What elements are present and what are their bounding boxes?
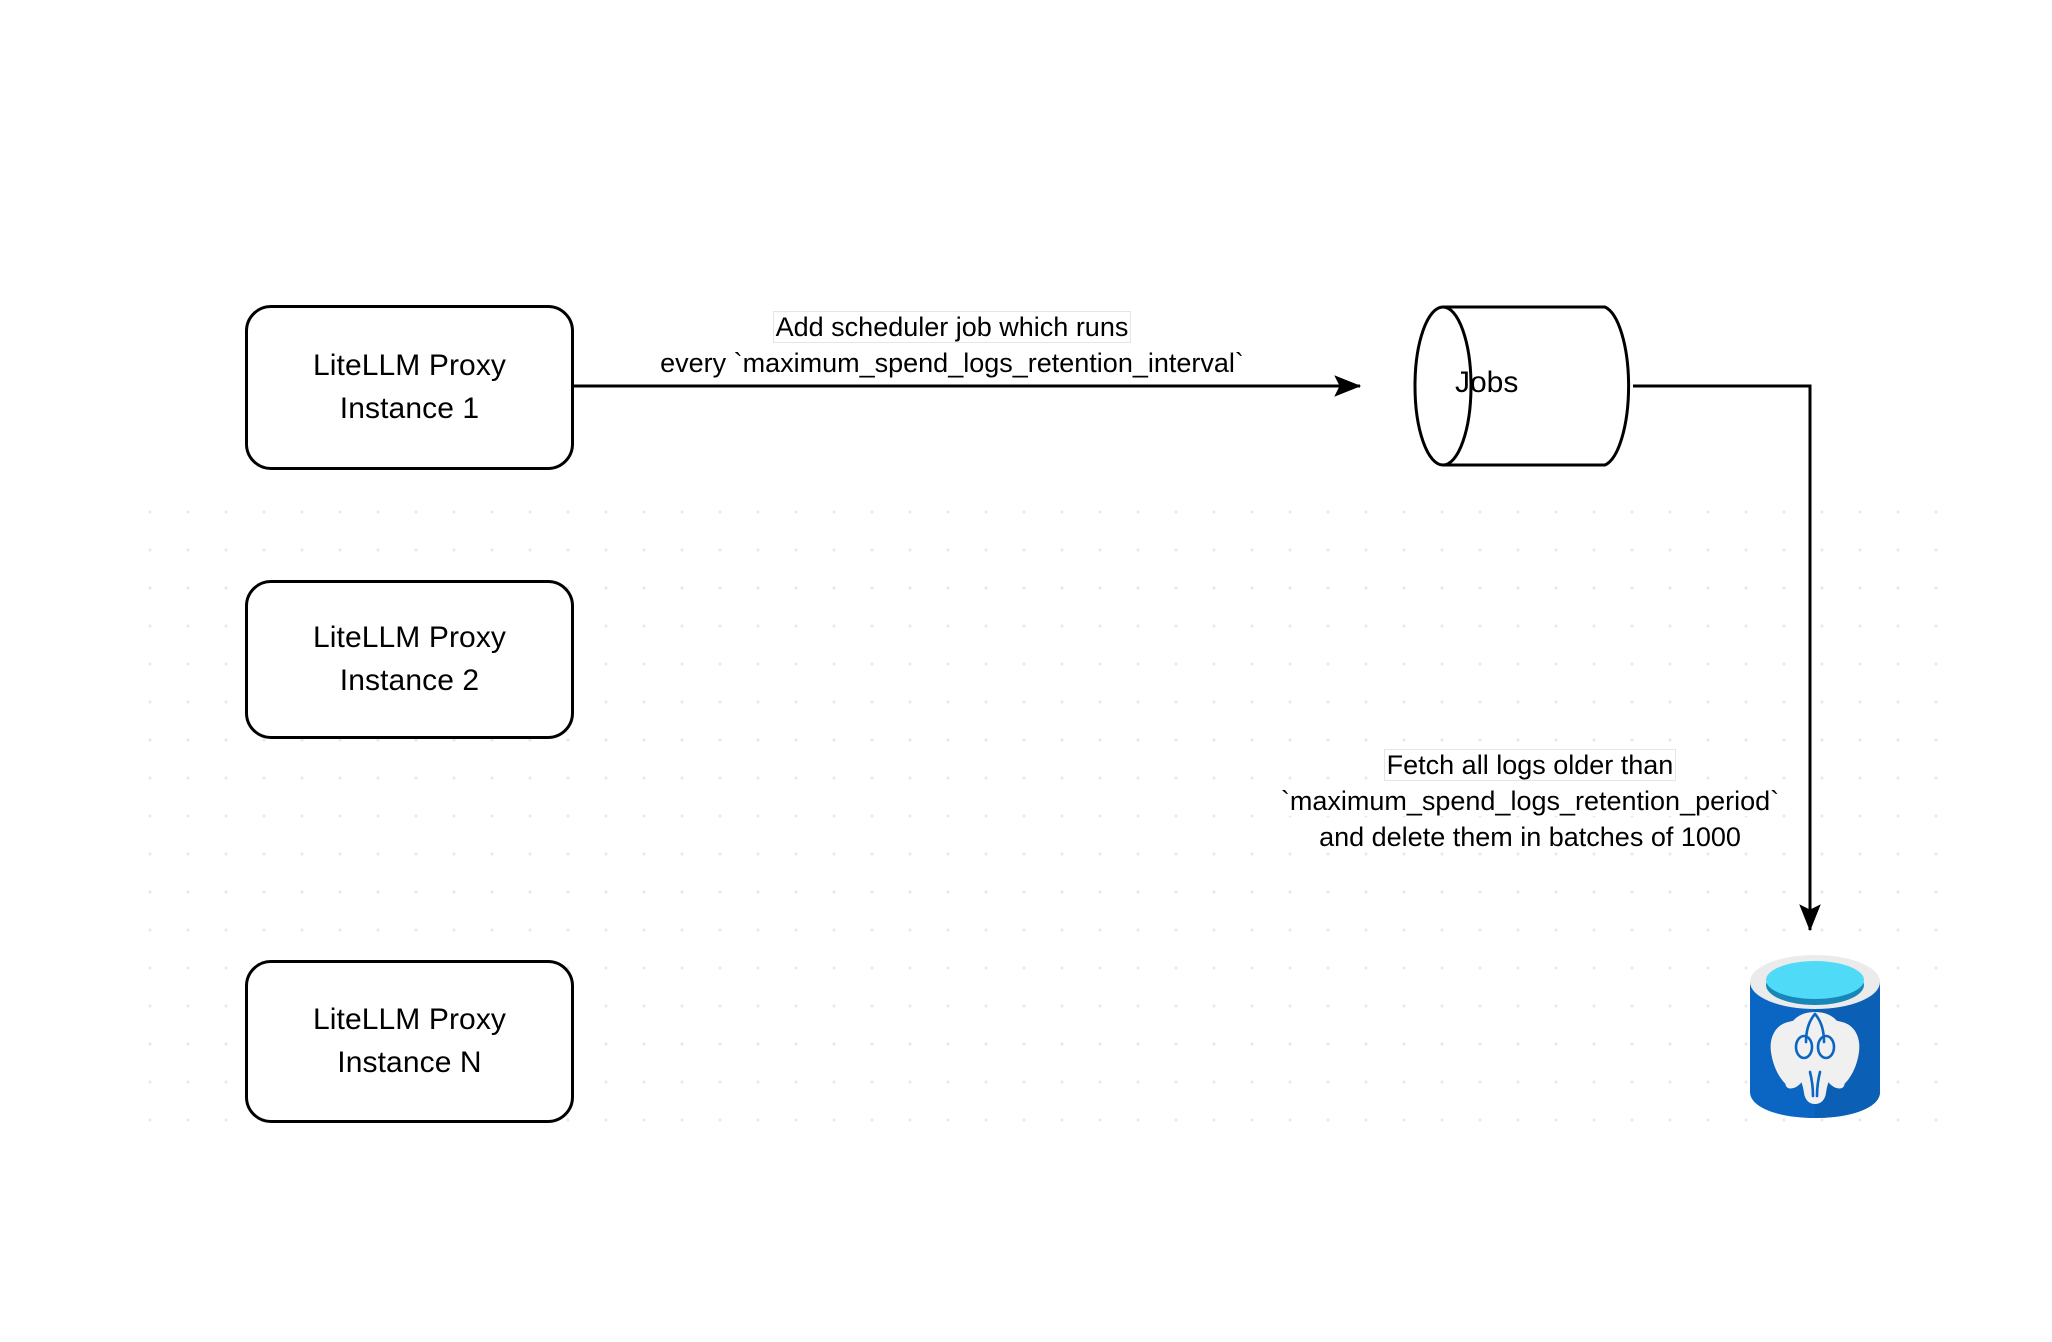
postgresql-database-icon[interactable] bbox=[1748, 952, 1882, 1122]
edge-label-fetch-and-delete-logs: Fetch all logs older than `maximum_spend… bbox=[1250, 748, 1810, 856]
node-label-line-1: LiteLLM Proxy bbox=[312, 620, 507, 654]
postgres-elephant-glyph bbox=[1770, 1012, 1860, 1104]
node-label-line-1: LiteLLM Proxy bbox=[312, 348, 507, 382]
node-label-line-2: Instance N bbox=[337, 1045, 482, 1079]
node-litellm-proxy-instance-2[interactable]: LiteLLM Proxy Instance 2 bbox=[245, 580, 574, 739]
edge-label-line-2: `maximum_spend_logs_retention_period` bbox=[1280, 785, 1780, 816]
edge-label-line-3: and delete them in batches of 1000 bbox=[1319, 821, 1741, 852]
node-litellm-proxy-instance-1[interactable]: LiteLLM Proxy Instance 1 bbox=[245, 305, 574, 470]
node-label-line-2: Instance 1 bbox=[339, 391, 480, 425]
node-label-line-2: Instance 2 bbox=[339, 663, 480, 697]
edge-label-line-2: every `maximum_spend_logs_retention_inte… bbox=[660, 347, 1244, 378]
node-label-line-1: LiteLLM Proxy bbox=[312, 1002, 507, 1036]
jobs-cylinder-shape[interactable] bbox=[1413, 305, 1631, 467]
edge-label-add-scheduler-job: Add scheduler job which runs every `maxi… bbox=[612, 310, 1292, 382]
edge-label-line-1: Add scheduler job which runs bbox=[773, 312, 1131, 342]
edge-fetch-connector bbox=[1633, 384, 1821, 932]
node-litellm-proxy-instance-n[interactable]: LiteLLM Proxy Instance N bbox=[245, 960, 574, 1123]
postgres-elephant-details bbox=[1794, 1012, 1836, 1098]
edge-label-line-1: Fetch all logs older than bbox=[1384, 750, 1676, 780]
node-label-jobs: Jobs bbox=[1455, 366, 1519, 399]
